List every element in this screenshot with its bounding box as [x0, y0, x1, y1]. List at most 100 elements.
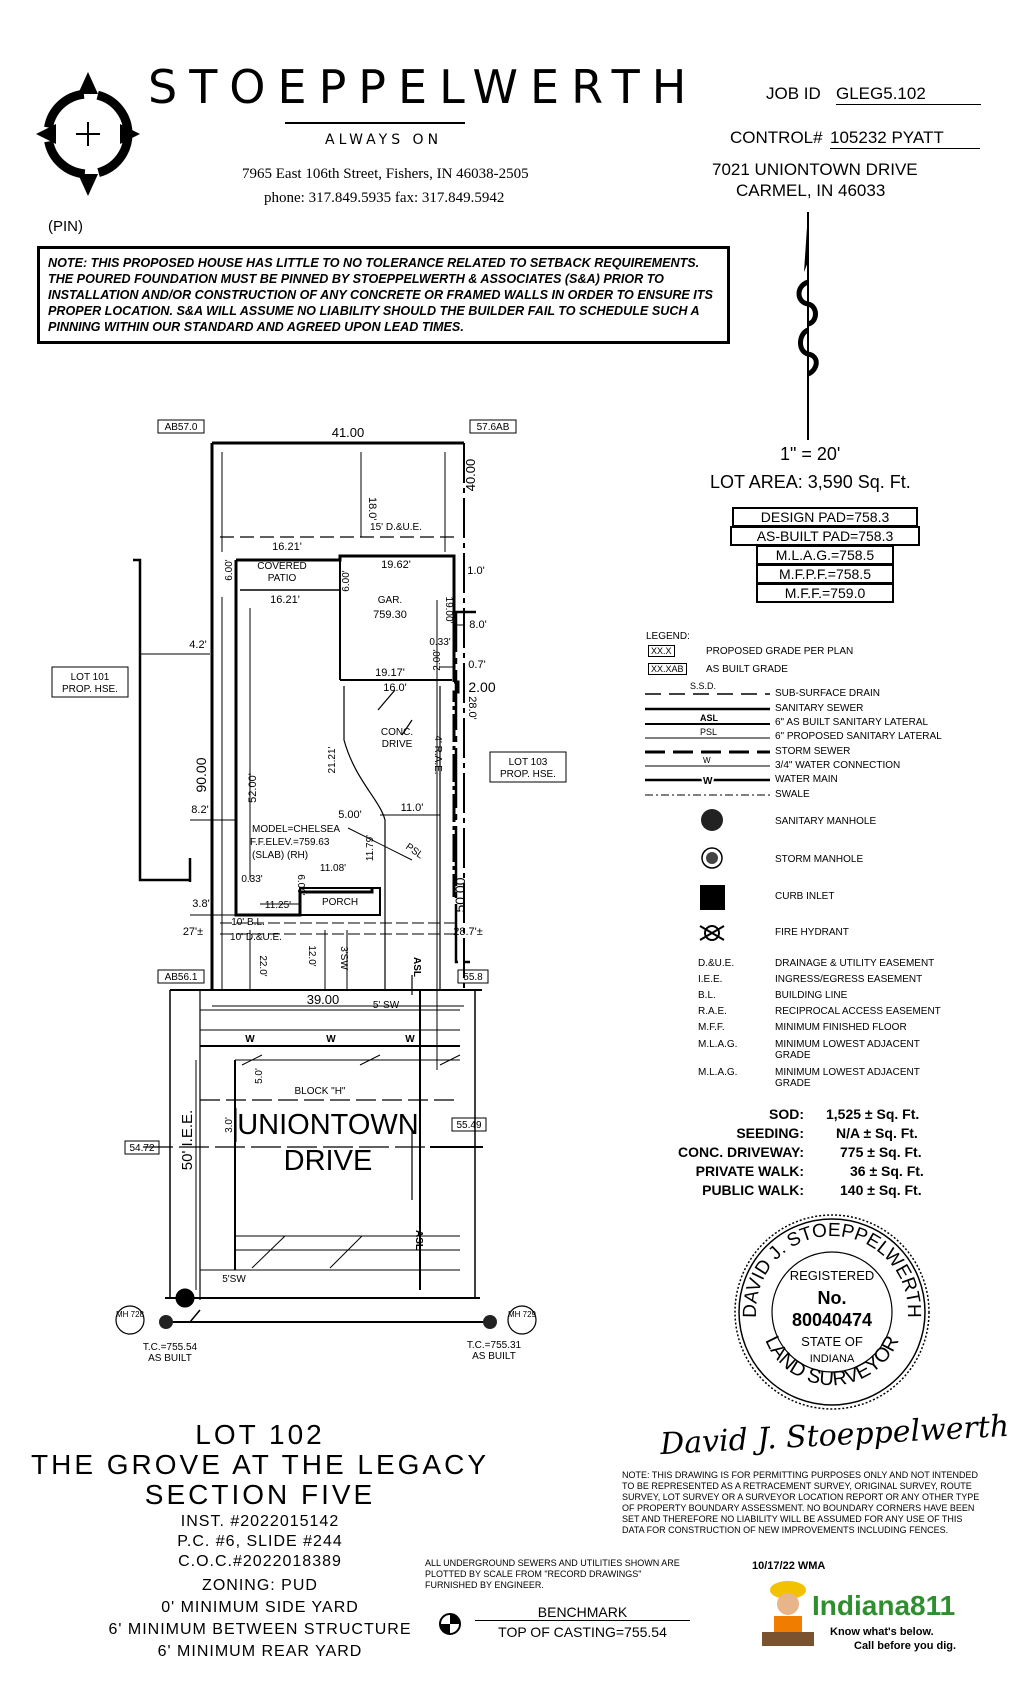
legend-fire-hydrant: FIRE HYDRANT	[775, 927, 849, 938]
dim-3-8: 3.8'	[192, 898, 209, 910]
dim-22-0: 22.0'	[257, 955, 268, 976]
dim-11-79: 11.79'	[365, 835, 376, 861]
model-label: MODEL=CHELSEA	[252, 824, 340, 835]
block-h: BLOCK "H"	[294, 1086, 345, 1097]
svg-text:W: W	[703, 776, 713, 787]
tc-left: T.C.=755.54	[143, 1342, 198, 1353]
benchmark-icon	[439, 1613, 461, 1635]
abbr-mlag-1-text: MINIMUM LOWEST ADJACENT GRADE	[775, 1039, 920, 1061]
pin-label: (PIN)	[48, 218, 83, 235]
water-w-3: W	[405, 1034, 415, 1045]
water-w-1: W	[245, 1034, 255, 1045]
sewer-note: ALL UNDERGROUND SEWERS AND UTILITIES SHO…	[425, 1558, 680, 1590]
section-name: SECTION FIVE	[144, 1479, 376, 1510]
water-w-2: W	[326, 1034, 336, 1045]
digger-mascot-icon	[762, 1581, 814, 1646]
grade-ab-top-left: AB57.0	[165, 422, 198, 433]
lot-103-label-2: PROP. HSE.	[500, 769, 556, 780]
tc-right-as-built: AS BUILT	[472, 1351, 516, 1362]
company-address: 7965 East 106th Street, Fishers, IN 4603…	[242, 166, 529, 182]
svg-text:PSL: PSL	[700, 727, 717, 737]
dim-11-0: 11.0'	[401, 802, 424, 814]
qty-sod-label: SOD:	[769, 1106, 804, 1122]
job-street: 7021 UNIONTOWN DRIVE	[712, 160, 918, 179]
dim-4-2: 4.2'	[189, 639, 206, 651]
subdivision-name: THE GROVE AT THE LEGACY	[31, 1449, 489, 1480]
building-line-10: 10' B.L.	[231, 917, 265, 928]
due-10: 10' D.&U.E.	[230, 932, 282, 943]
due-15: 15' D.&U.E.	[370, 522, 422, 533]
abbr-iee-text: INGRESS/EGRESS EASEMENT	[775, 974, 923, 985]
legend-text-asl: 6" AS BUILT SANITARY LATERAL	[775, 717, 929, 728]
date-initials: 10/17/22 WMA	[752, 1560, 826, 1572]
legend-text-psl: 6" PROPOSED SANITARY LATERAL	[775, 731, 942, 742]
street-name-1: UNIONTOWN	[237, 1109, 419, 1141]
grade-bottom-right: 55.8	[463, 972, 483, 983]
slab-label: (SLAB) (RH)	[252, 850, 308, 861]
dim-1-0: 1.0'	[467, 565, 484, 577]
abbr-mlag-2: M.L.A.G.	[698, 1067, 738, 1078]
grade-5549: 55.49	[456, 1120, 481, 1131]
grade-ab-bottom-left: AB56.1	[165, 972, 198, 983]
fire-hydrant-icon	[704, 925, 720, 941]
plat-cabinet: P.C. #6, SLIDE #244	[177, 1533, 343, 1550]
seal-state-of: STATE OF	[801, 1334, 863, 1349]
curb-inlet-icon	[700, 885, 725, 910]
abbr-rae: R.A.E.	[698, 1006, 727, 1017]
legend-text-water-conn: 3/4" WATER CONNECTION	[775, 760, 901, 771]
dim-19-00: 19.00'	[443, 597, 454, 624]
rae-4: 4' R.A.E.	[432, 735, 443, 774]
dim-2-00-b: 2.00	[468, 679, 495, 695]
abbr-rae-text: RECIPROCAL ACCESS EASEMENT	[775, 1006, 941, 1017]
dim-16-21-b: 16.21'	[270, 594, 300, 606]
legend-sym-proposed: XX.X	[648, 645, 675, 657]
seal-indiana: INDIANA	[810, 1353, 855, 1365]
legend-text-water-main: WATER MAIN	[775, 774, 838, 785]
dim-16-21-a: 16.21'	[272, 541, 302, 553]
lot-area: LOT AREA: 3,590 Sq. Ft.	[710, 472, 911, 492]
zoning: ZONING: PUD	[202, 1577, 318, 1594]
setback-note: NOTE: THIS PROPOSED HOUSE HAS LITTLE TO …	[37, 246, 730, 344]
coc-number: C.O.C.#2022018389	[178, 1553, 342, 1570]
qty-sod-value: 1,525 ± Sq. Ft.	[826, 1106, 920, 1122]
abbr-bl-text: BUILDING LINE	[775, 990, 848, 1001]
qty-driveway-value: 775 ± Sq. Ft.	[840, 1144, 922, 1160]
dim-28-7: 28.7'±	[453, 926, 483, 938]
indiana811-logo-text: Indiana811	[812, 1590, 956, 1621]
legend-text-ssd: SUB-SURFACE DRAIN	[775, 688, 881, 699]
dim-50-00: 50.00	[452, 877, 468, 912]
legend-text-proposed: PROPOSED GRADE PER PLAN	[706, 646, 854, 657]
sw-5-a: 5' SW	[373, 1000, 400, 1011]
sw-5-b: 5'SW	[222, 1274, 246, 1285]
dim-39-00: 39.00	[307, 992, 340, 1007]
indiana811-tag2: Call before you dig.	[854, 1640, 957, 1652]
dim-5-00: 5.00'	[338, 809, 362, 821]
legend-line-symbols: S.S.D. ASL PSL W W	[645, 681, 770, 796]
legend-storm-manhole: STORM MANHOLE	[775, 854, 864, 865]
sw-3: 3'SW	[338, 946, 349, 970]
abbr-due-text: DRAINAGE & UTILITY EASEMENT	[775, 958, 935, 969]
indiana811-tag1: Know what's below.	[830, 1626, 934, 1638]
job-city: CARMEL, IN 46033	[736, 181, 886, 200]
dim-11-08: 11.08'	[320, 863, 346, 874]
tc-right: T.C.=755.31	[467, 1340, 522, 1351]
street-name-2: DRIVE	[284, 1145, 373, 1177]
north-arrow-icon	[796, 212, 819, 440]
mh-728-label: MH 728	[116, 1310, 145, 1319]
legend-sanitary-manhole: SANITARY MANHOLE	[775, 816, 877, 827]
dim-6-00-c: 6.00'	[295, 874, 306, 895]
scale-label: 1" = 20'	[780, 444, 841, 464]
legend-curb-inlet: CURB INLET	[775, 891, 835, 902]
dim-16-0: 16.0'	[383, 682, 407, 694]
abbr-bl: B.L.	[698, 990, 716, 1001]
dim-0-33-a: 0.33'	[429, 637, 450, 648]
dim-6-00-a: 6.00'	[224, 559, 235, 580]
grade-5472: 54.72	[129, 1143, 154, 1154]
dim-21-21: 21.21'	[327, 746, 338, 773]
psl-label: PSL	[403, 841, 425, 861]
legend-point-symbols	[699, 809, 725, 941]
covered-patio-2: PATIO	[268, 573, 297, 584]
lot-number: LOT 102	[195, 1419, 325, 1450]
zoning-side-yard: 0' MINIMUM SIDE YARD	[161, 1599, 359, 1616]
control-value: 105232 PYATT	[830, 128, 980, 149]
